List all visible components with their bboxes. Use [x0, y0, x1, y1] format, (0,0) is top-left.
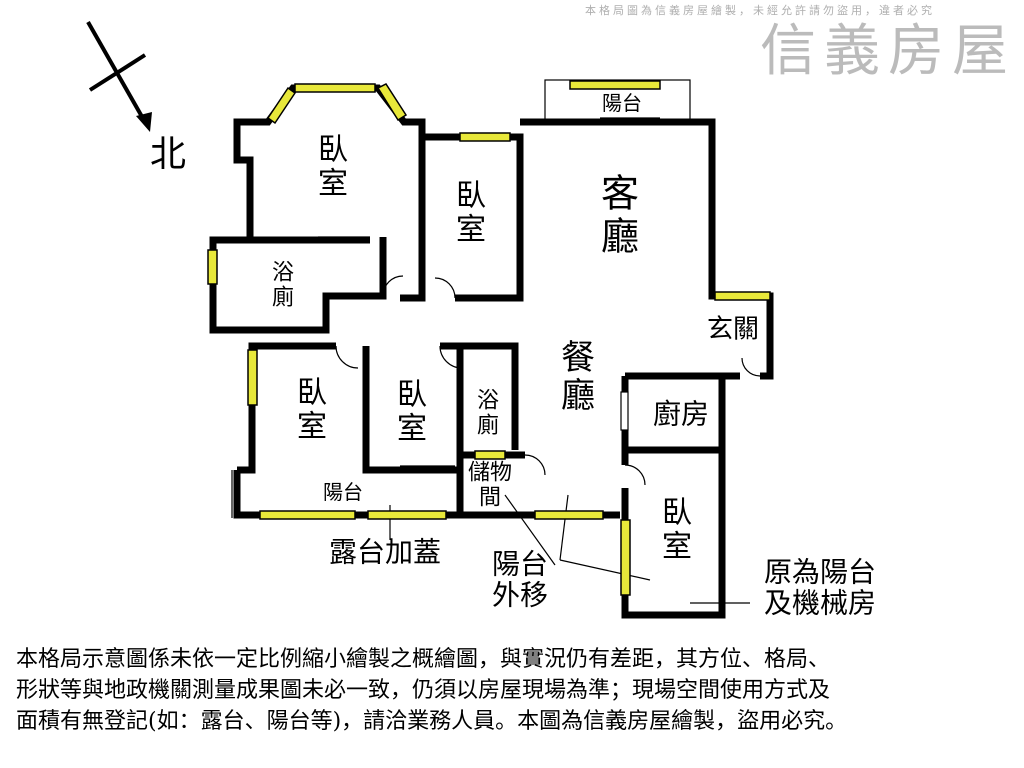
- room-kitchen: 廚房: [652, 397, 710, 431]
- room-entrance: 玄關: [706, 314, 760, 345]
- disclaimer: 本格局示意圖係未依一定比例縮小繪製之概繪圖，與實況仍有差距，其方位、格局、 形狀…: [16, 647, 848, 734]
- room-balcony-top: 陽台: [602, 90, 642, 115]
- room-storage: 儲物間: [467, 460, 513, 510]
- annotation-terrace-cover: 露台加蓋: [328, 535, 442, 569]
- thin-lines: [231, 79, 761, 604]
- room-bedroom-top-mid: 臥室: [456, 178, 486, 247]
- room-dining: 餐廳: [561, 337, 595, 416]
- watermark-brand: 信義房屋: [760, 19, 1016, 84]
- room-bedroom-lower-left: 臥室: [297, 375, 327, 444]
- room-bedroom-top-left: 臥室: [318, 132, 348, 201]
- room-balcony-bottom: 陽台: [323, 479, 363, 504]
- annotation-former-balcony: 原為陽台及機械房: [763, 555, 877, 620]
- room-living: 客廳: [600, 171, 640, 258]
- room-bath-mid: 浴廁: [476, 388, 500, 438]
- room-bath-left: 浴廁: [271, 260, 295, 310]
- room-bedroom-lower-mid: 臥室: [397, 377, 427, 446]
- annotation-balcony-moved: 陽台外移: [491, 547, 549, 612]
- north-arrow-icon: [86, 21, 152, 132]
- watermark-notice: 本格局圖為信義房屋繪製，未經允許請勿盜用，違者必究: [585, 4, 935, 17]
- compass-label: 北: [149, 133, 187, 175]
- room-bedroom-lower-right: 臥室: [662, 495, 692, 564]
- windows: [207, 80, 771, 596]
